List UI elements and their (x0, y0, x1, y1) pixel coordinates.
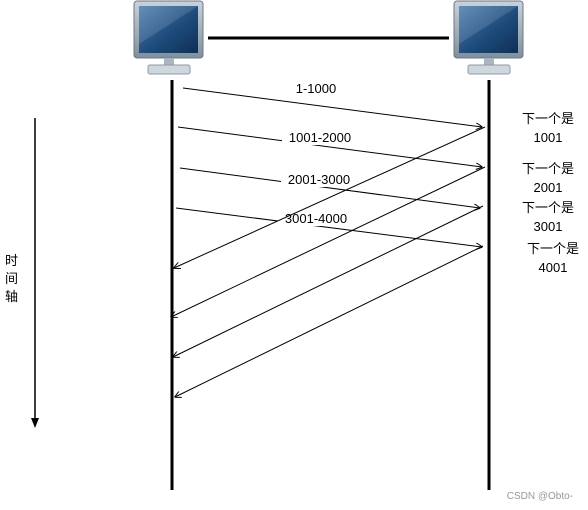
ack-arrow-2 (171, 166, 486, 317)
receiver-computer-icon (453, 0, 524, 75)
sender-computer-icon (133, 0, 204, 75)
watermark: CSDN @Obto- (507, 491, 573, 502)
ack-label-2-line1: 下一个是 (522, 161, 574, 176)
ack-label-3-line2: 3001 (534, 219, 563, 234)
time-axis-label-char-1: 时 (5, 253, 18, 268)
time-axis-label-char-2: 间 (5, 271, 18, 286)
time-axis-arrowhead (31, 418, 39, 428)
segment-label-3: 2001-3000 (288, 172, 350, 187)
segment-label-4: 3001-4000 (285, 211, 347, 226)
time-axis-label-char-3: 轴 (5, 289, 18, 304)
segment-arrow-1 (182, 87, 482, 127)
ack-arrow-3 (173, 205, 484, 357)
ack-label-4-line2: 4001 (539, 260, 568, 275)
segment-label-1: 1-1000 (296, 81, 336, 96)
segment-arrow-3 (179, 167, 480, 208)
segment-arrow-4 (175, 207, 482, 247)
ack-label-4-line1: 下一个是 (527, 241, 579, 256)
ack-label-1-line2: 1001 (534, 130, 563, 145)
ack-arrow-1 (174, 126, 486, 268)
segment-label-2: 1001-2000 (289, 130, 351, 145)
segment-arrow-2 (177, 126, 482, 167)
ack-label-2-line2: 2001 (534, 180, 563, 195)
ack-label-3-line1: 下一个是 (522, 200, 574, 215)
ack-label-1-line1: 下一个是 (522, 111, 574, 126)
ack-arrow-4 (175, 245, 484, 397)
